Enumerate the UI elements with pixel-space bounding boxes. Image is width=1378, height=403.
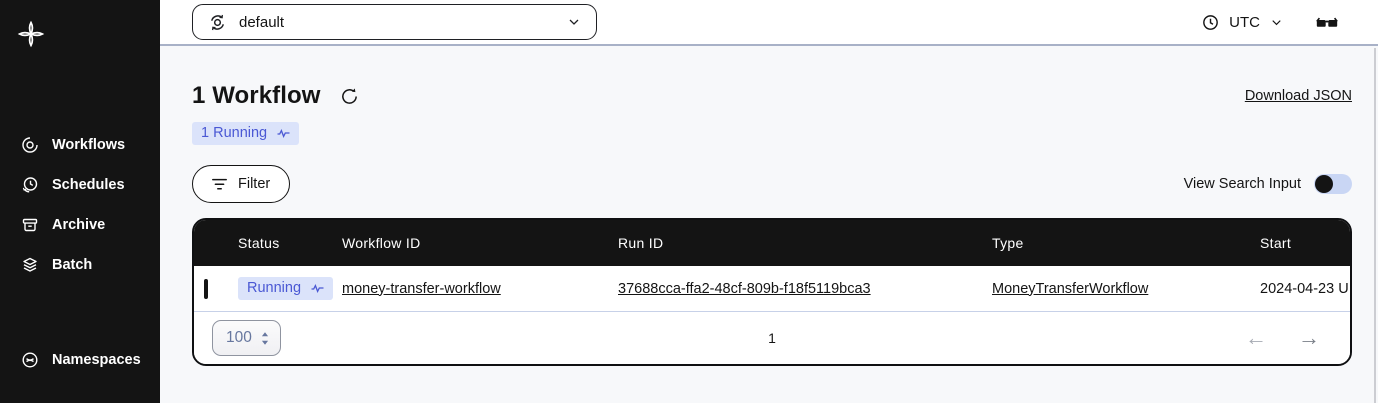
status-count-label: 1 Running xyxy=(201,125,268,141)
view-search-input-control: View Search Input xyxy=(1184,174,1352,194)
sidebar-item-workflows[interactable]: Workflows xyxy=(0,125,160,165)
table-header-row: Status Workflow ID Run ID Type Start xyxy=(194,220,1350,266)
toggle-knob xyxy=(1315,175,1333,193)
workflows-table: Status Workflow ID Run ID Type Start Run… xyxy=(192,218,1352,366)
top-bar: default UTC xyxy=(160,0,1378,46)
pulse-icon xyxy=(277,128,290,138)
chevron-down-icon xyxy=(1269,15,1284,30)
page-size-select[interactable]: 100 xyxy=(212,320,281,356)
sidebar-item-label: Workflows xyxy=(52,137,126,153)
sidebar-item-label: Batch xyxy=(52,257,93,273)
archive-icon xyxy=(20,215,40,235)
status-summary-row: 1 Running xyxy=(192,122,1352,145)
namespace-switcher-icon xyxy=(207,12,228,33)
column-header-run-id[interactable]: Run ID xyxy=(618,235,664,251)
row-checkbox-cell xyxy=(194,278,238,299)
row-type-cell: MoneyTransferWorkflow xyxy=(992,281,1260,297)
workflow-id-link[interactable]: money-transfer-workflow xyxy=(342,280,501,297)
filter-button[interactable]: Filter xyxy=(192,165,291,203)
page-title: 1 Workflow xyxy=(192,82,321,109)
download-json-link[interactable]: Download JSON xyxy=(1244,88,1352,104)
timezone-picker[interactable]: UTC xyxy=(1201,13,1284,32)
row-start-cell: 2024-04-23 U xyxy=(1260,280,1349,297)
title-row: 1 Workflow Download JSON xyxy=(192,82,1352,110)
column-header-status[interactable]: Status xyxy=(238,235,280,251)
row-workflow-id-cell: money-transfer-workflow xyxy=(342,281,618,297)
pulse-icon xyxy=(311,283,324,293)
status-summary-badge: 1 Running xyxy=(192,122,300,145)
next-page-arrow-icon[interactable]: → xyxy=(1298,325,1320,350)
sidebar-item-label: Schedules xyxy=(52,177,125,193)
row-status-label: Running xyxy=(247,280,302,296)
sidebar-item-label: Namespaces xyxy=(52,352,141,368)
sidebar-item-batch[interactable]: Batch xyxy=(0,245,160,285)
top-bar-right: UTC xyxy=(1201,11,1340,33)
sidebar-nav: Workflows Schedules Archive xyxy=(0,125,160,285)
refresh-button[interactable] xyxy=(338,85,361,108)
view-search-input-label: View Search Input xyxy=(1183,176,1301,192)
sidebar: Workflows Schedules Archive xyxy=(0,0,160,403)
sidebar-item-schedules[interactable]: Schedules xyxy=(0,165,160,205)
view-search-input-toggle[interactable] xyxy=(1314,174,1352,194)
column-header-start[interactable]: Start xyxy=(1260,235,1292,251)
current-page-number: 1 xyxy=(768,330,776,346)
main-content: 1 Workflow Download JSON 1 Running xyxy=(160,82,1378,366)
previous-page-arrow-icon[interactable]: ← xyxy=(1245,325,1267,350)
batch-icon xyxy=(20,255,40,275)
namespaces-icon xyxy=(20,350,40,370)
timezone-label: UTC xyxy=(1229,13,1260,31)
sidebar-bottom: Namespaces xyxy=(0,340,160,380)
filter-button-label: Filter xyxy=(238,176,271,192)
stepper-icon xyxy=(260,331,270,346)
sidebar-item-archive[interactable]: Archive xyxy=(0,205,160,245)
workflow-type-link[interactable]: MoneyTransferWorkflow xyxy=(992,280,1149,297)
clock-icon xyxy=(1201,13,1220,32)
run-id-link[interactable]: 37688cca-ffa2-48cf-809b-f18f5119bca3 xyxy=(618,280,871,297)
chevron-down-icon xyxy=(566,14,582,30)
table-row[interactable]: Running money-transfer-workflow 37688cca… xyxy=(194,266,1350,312)
column-header-workflow-id[interactable]: Workflow ID xyxy=(342,235,421,251)
row-status-badge[interactable]: Running xyxy=(238,277,334,300)
toolbar-row: Filter View Search Input xyxy=(192,165,1352,203)
table-footer: 100 1 ← → xyxy=(194,312,1350,364)
schedules-icon xyxy=(20,175,40,195)
workflows-icon xyxy=(20,135,40,155)
refresh-icon xyxy=(340,87,359,106)
column-header-type[interactable]: Type xyxy=(992,235,1024,251)
namespace-selected-value: default xyxy=(239,13,285,31)
namespace-select[interactable]: default xyxy=(192,4,597,40)
row-status-cell: Running xyxy=(238,277,342,300)
pagination-arrows: ← → xyxy=(1245,327,1320,349)
row-run-id-cell: 37688cca-ffa2-48cf-809b-f18f5119bca3 xyxy=(618,281,992,297)
temporal-logo-icon[interactable] xyxy=(17,20,45,48)
labs-glasses-icon[interactable] xyxy=(1314,11,1340,33)
sidebar-item-namespaces[interactable]: Namespaces xyxy=(0,340,160,380)
filter-icon xyxy=(212,178,227,191)
scrollbar[interactable] xyxy=(1374,48,1376,403)
row-checkbox[interactable] xyxy=(204,278,208,299)
sidebar-item-label: Archive xyxy=(52,217,106,233)
page-size-value: 100 xyxy=(226,329,252,346)
